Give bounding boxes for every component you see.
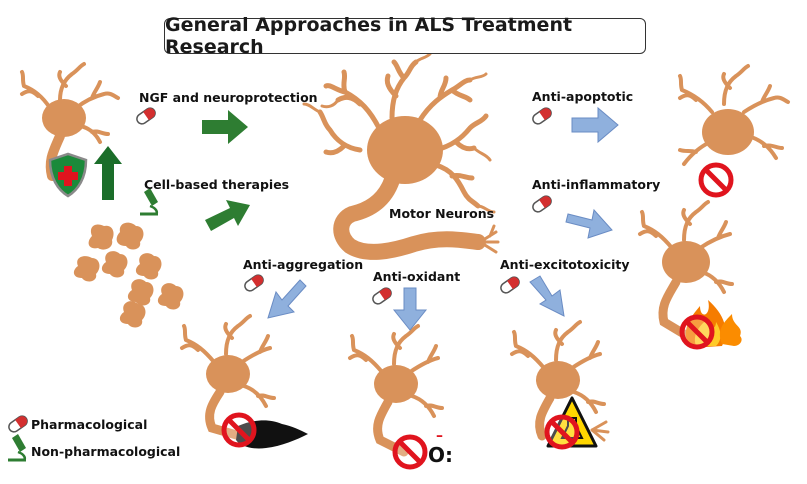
axon-terminal: [478, 224, 500, 254]
label-inflammatory: Anti-inflammatory: [532, 177, 661, 192]
neuron-inflammatory: [638, 200, 742, 348]
arrow-ngf: [202, 110, 248, 144]
neuron-ngf: [20, 62, 122, 200]
prohibit-icon: [698, 162, 734, 198]
legend-nonpharma-label: Non-pharmacological: [31, 444, 181, 459]
microscope-icon: [8, 434, 26, 462]
cell-cluster: [73, 222, 184, 328]
neuron-oxidant: O: –: [348, 324, 453, 467]
svg-text:O:: O:: [428, 443, 453, 467]
label-ngf: NGF and neuroprotection: [139, 90, 318, 105]
neuron-aggregation: [180, 314, 308, 449]
legend-pharma-label: Pharmacological: [31, 417, 148, 432]
pill-icon: [532, 195, 552, 213]
svg-text:–: –: [436, 428, 443, 444]
arrow-excitotoxicity: [529, 275, 565, 317]
pill-icon: [532, 107, 552, 125]
arrow-apoptotic: [571, 106, 619, 144]
pill-icon: [372, 287, 392, 305]
prohibit-icon: [544, 414, 580, 450]
label-excitotoxicity: Anti-excitotoxicity: [500, 257, 630, 272]
pill-icon: [136, 107, 156, 125]
prohibit-icon: [392, 434, 428, 470]
prohibit-icon: [679, 314, 715, 350]
label-apoptotic: Anti-apoptotic: [532, 89, 634, 104]
arrow-oxidant: [392, 287, 428, 331]
central-motor-neuron: [302, 52, 496, 214]
microscope-icon: [140, 188, 158, 216]
pill-icon: [244, 274, 264, 292]
pill-icon: [500, 276, 520, 294]
up-arrow-icon: [94, 146, 122, 200]
central-soma: [367, 116, 443, 184]
label-oxidant: Anti-oxidant: [373, 269, 461, 284]
arrow-cell: [205, 200, 250, 231]
arrow-aggregation: [267, 279, 307, 319]
central-axon: [333, 172, 486, 260]
diagram-title: General Approaches in ALS Treatment Rese…: [164, 14, 646, 58]
arrow-inflammatory: [565, 208, 613, 239]
label-cell: Cell-based therapies: [144, 177, 290, 192]
label-motor-neurons: Motor Neurons: [389, 206, 495, 221]
neuron-apoptotic: [678, 64, 790, 166]
prohibit-icon: [221, 412, 257, 448]
pill-icon: [8, 415, 28, 433]
label-aggregation: Anti-aggregation: [243, 257, 364, 272]
